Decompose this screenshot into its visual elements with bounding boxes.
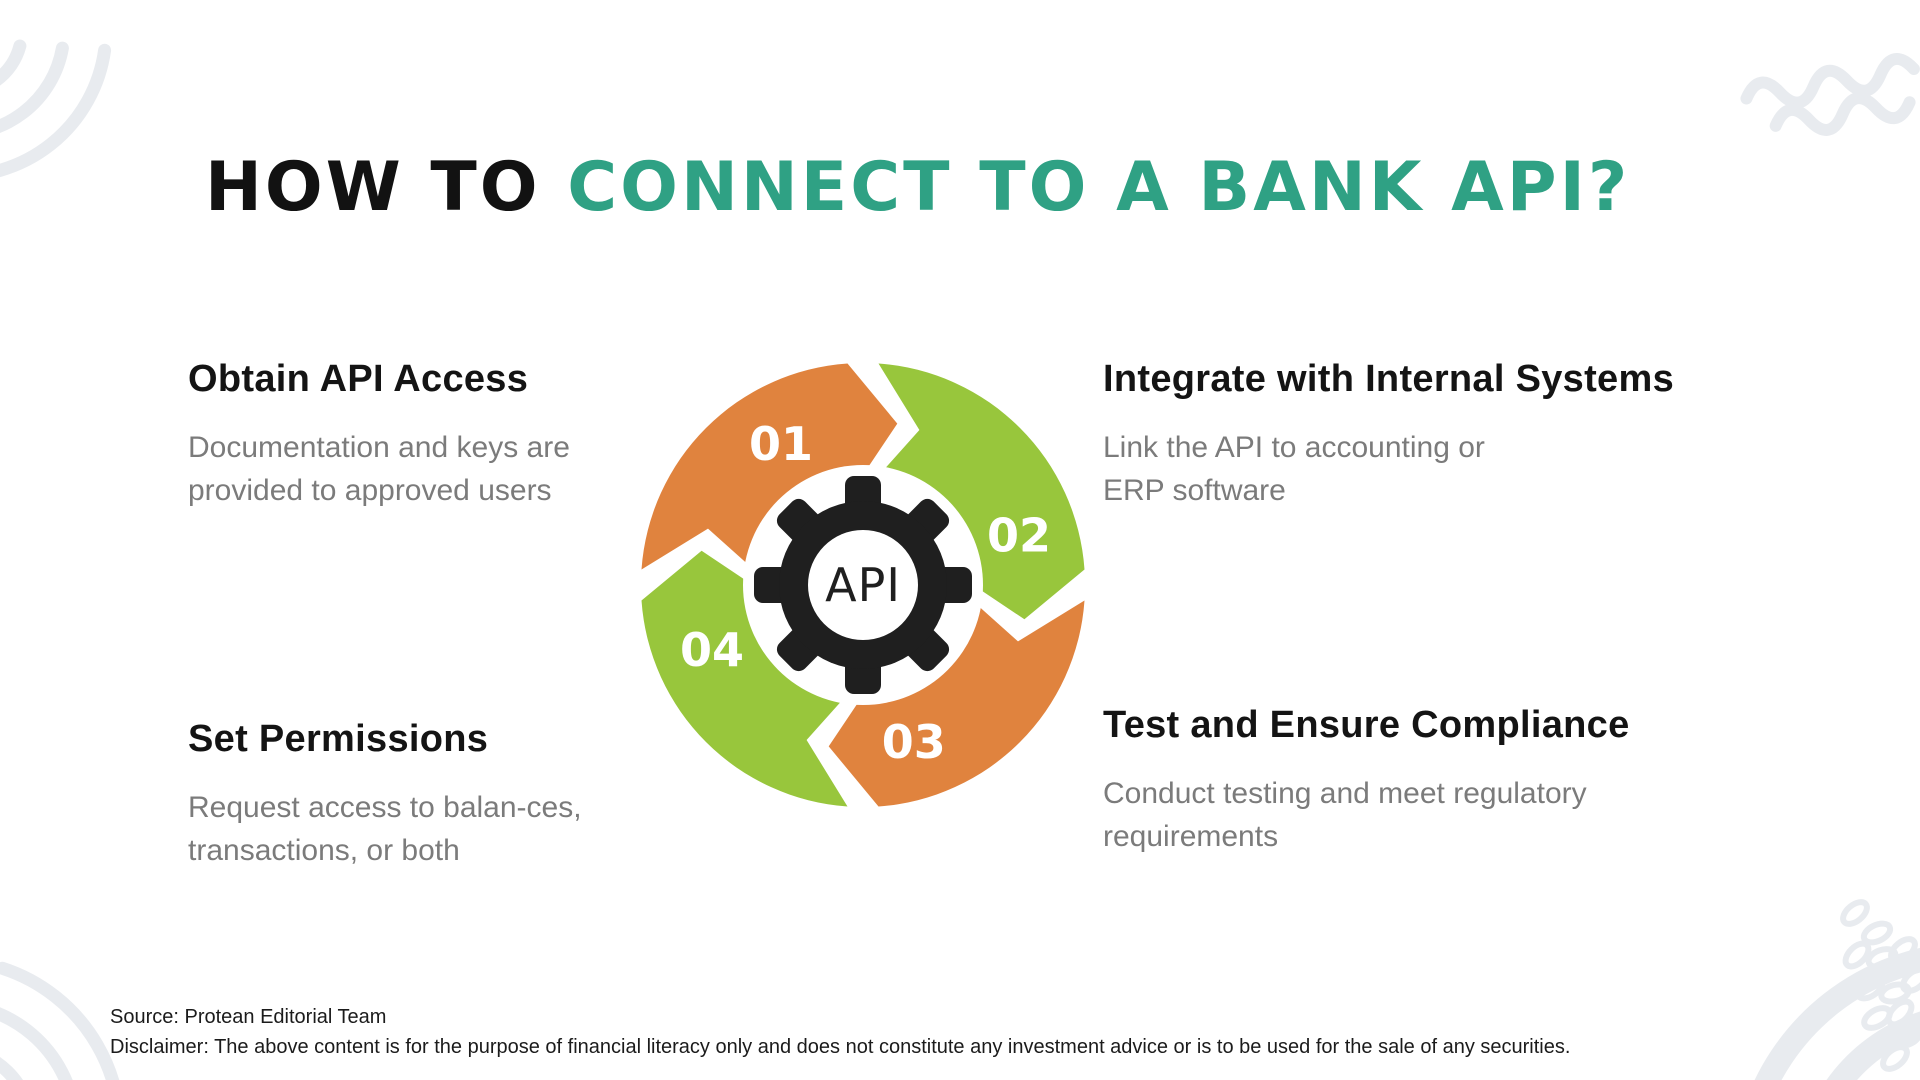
step-number-04: 04 [680,623,744,677]
step-description: Documentation and keys are provided to ap… [188,426,848,512]
footer: Source: Protean Editorial Team Disclaime… [110,1002,1570,1062]
step-description-line: Conduct testing and meet regulatory [1103,777,1587,810]
cycle-segment-04 [641,550,856,807]
seeds-bottom-right-icon [1754,899,1920,1080]
step-description-line: Request access to balan-ces, [188,791,582,824]
step-title: Obtain API Access [188,358,529,400]
disclaimer-text: Disclaimer: The above content is for the… [110,1036,1571,1058]
gear-icon: API [754,476,972,694]
gear-center-circle [808,530,918,640]
step-description-line: Link the API to accounting or [1103,431,1485,464]
api-center-label: API [825,558,901,612]
step-description-line: transactions, or both [188,834,460,867]
page-title: HOW TO CONNECT TO A BANK API? [205,148,1630,228]
api-cycle-diagram: API 01 02 03 04 [641,363,1085,807]
step-card-set-permissions: Set Permissions Request access to balan-… [188,716,848,872]
step-card-obtain-api-access: Obtain API Access Documentation and keys… [188,356,848,512]
step-title: Set Permissions [188,718,489,760]
page-title-highlight: CONNECT TO A BANK API? [567,148,1631,227]
step-title: Integrate with Internal Systems [1103,358,1675,400]
step-number-01: 01 [749,417,813,471]
source-text: Source: Protean Editorial Team [110,1006,387,1028]
corner-swirl-bottom-left-icon [0,961,120,1080]
step-description-line: ERP software [1103,474,1286,507]
step-description-line: provided to approved users [188,474,552,507]
page-title-prefix: HOW TO [205,148,568,227]
step-description-line: Documentation and keys are [188,431,570,464]
step-title: Test and Ensure Compliance [1103,704,1630,746]
step-number-02: 02 [987,508,1051,562]
cycle-segment-02 [870,363,1085,620]
step-description: Link the API to accounting or ERP softwar… [1103,426,1763,512]
step-description: Conduct testing and meet regulatory requi… [1103,772,1763,858]
wave-squiggle-top-right-icon [1740,53,1920,136]
cycle-segment-03 [828,592,1085,807]
step-card-test-ensure-compliance: Test and Ensure Compliance Conduct testi… [1103,702,1763,858]
step-number-03: 03 [882,715,946,769]
cycle-segment-01 [641,363,898,578]
corner-swirl-top-left-icon [0,39,112,178]
step-description-line: requirements [1103,820,1279,853]
step-card-integrate-internal-systems: Integrate with Internal Systems Link the… [1103,356,1763,512]
step-description: Request access to balan-ces, transactions… [188,786,848,872]
